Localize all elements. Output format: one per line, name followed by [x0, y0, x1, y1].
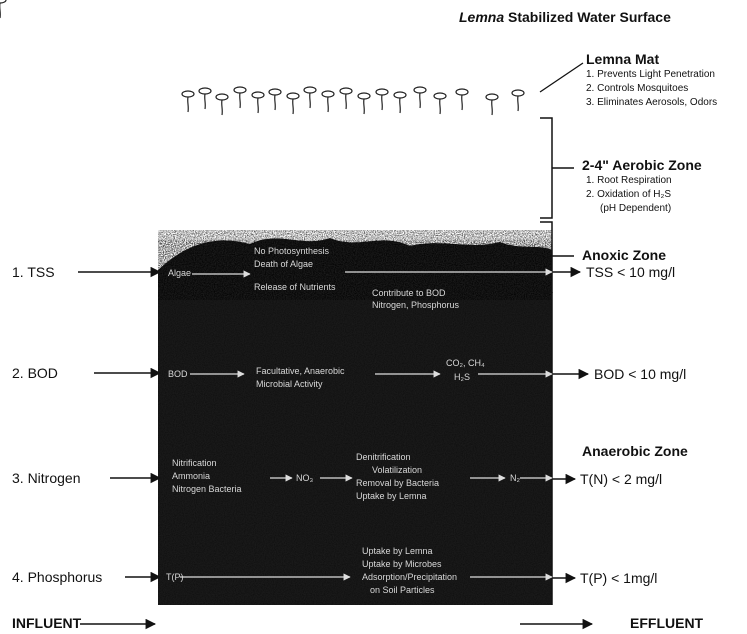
bod-process-2: Microbial Activity: [256, 379, 323, 389]
aerobic-zone-heading: 2-4" Aerobic Zone: [582, 157, 702, 173]
lemna-plants: [0, 0, 525, 116]
lemna-mat-heading: Lemna Mat: [586, 51, 660, 67]
result-tss: TSS < 10 mg/l: [586, 264, 676, 280]
phosphorus-process-3: Adsorption/Precipitation: [362, 572, 458, 582]
phosphorus-process-4: on Soil Particles: [370, 585, 435, 595]
result-nitrogen: T(N) < 2 mg/l: [580, 471, 663, 487]
effluent-arrows: [552, 266, 590, 584]
nitrogen-process-2: Volatilization: [372, 465, 423, 475]
nitrogen-source-1: Nitrification: [172, 458, 217, 468]
process-arrows: [180, 268, 553, 581]
row-label-nitrogen: 3. Nitrogen: [12, 470, 81, 486]
row-label-phosphorus: 4. Phosphorus: [12, 569, 103, 585]
lemna-mat-item-1: 1. Prevents Light Penetration: [586, 69, 715, 80]
lemna-mat-item-2: 2. Controls Mosquitoes: [586, 83, 689, 94]
nitrogen-source-3: Nitrogen Bacteria: [172, 484, 242, 494]
diagram-title: Lemna Stabilized Water Surface: [459, 9, 671, 25]
tss-note-2: Nitrogen, Phosphorus: [372, 300, 460, 310]
aerobic-item-1: 1. Root Respiration: [586, 175, 672, 186]
aerobic-item-3: (pH Dependent): [600, 203, 672, 214]
influent-arrows: [78, 266, 162, 583]
bod-process-1: Facultative, Anaerobic: [256, 366, 345, 376]
result-phosphorus: T(P) < 1mg/l: [580, 570, 658, 586]
effluent-label: EFFLUENT: [630, 615, 704, 631]
nitrogen-product: N₂: [510, 473, 520, 483]
tss-process-1: No Photosynthesis: [254, 246, 330, 256]
result-bod: BOD < 10 mg/l: [594, 366, 687, 382]
aerobic-zone-bracket: [540, 117, 574, 219]
anoxic-zone-heading: Anoxic Zone: [582, 247, 667, 263]
tss-source: Algae: [168, 268, 192, 278]
row-label-tss: 1. TSS: [12, 264, 55, 280]
tss-process-3: Release of Nutrients: [254, 282, 336, 292]
anaerobic-zone-heading: Anaerobic Zone: [582, 443, 688, 459]
aerobic-item-2: 2. Oxidation of H₂S: [586, 189, 672, 200]
lemna-mat-item-3: 3. Eliminates Aerosols, Odors: [586, 97, 718, 108]
bod-product-1: CO₂, CH₄: [446, 358, 485, 368]
bod-source: BOD: [168, 369, 188, 379]
phosphorus-process-1: Uptake by Lemna: [362, 546, 433, 556]
lemna-mat-leader: [539, 62, 584, 93]
pond-water-column: [158, 230, 552, 605]
phosphorus-process-2: Uptake by Microbes: [362, 559, 442, 569]
bod-product-2: H₂S: [454, 372, 470, 382]
nitrogen-source-2: Ammonia: [172, 471, 211, 481]
row-label-bod: 2. BOD: [12, 365, 58, 381]
anoxic-zone-bracket: [540, 221, 574, 293]
nitrogen-process-4: Uptake by Lemna: [356, 491, 427, 501]
phosphorus-source: T(P): [166, 572, 184, 582]
tss-note-1: Contribute to BOD: [372, 288, 446, 298]
influent-label: INFLUENT: [12, 615, 82, 631]
tss-process-2: Death of Algae: [254, 259, 314, 269]
nitrogen-mid: NO₃: [296, 473, 314, 483]
nitrogen-process-3: Removal by Bacteria: [356, 478, 440, 488]
nitrogen-process-1: Denitrification: [356, 452, 411, 462]
